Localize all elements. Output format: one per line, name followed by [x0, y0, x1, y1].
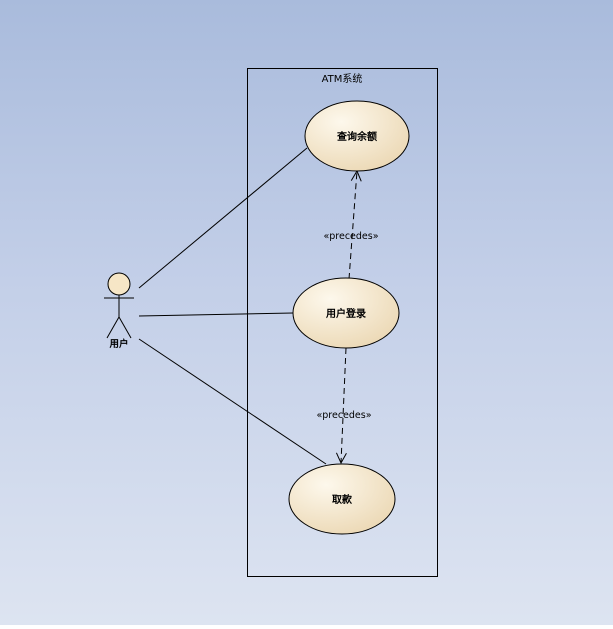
use-case-withdraw[interactable]: 取款 — [288, 463, 396, 535]
precedes-label-1: «precedes» — [323, 231, 378, 242]
association-user-login[interactable] — [138, 312, 294, 317]
use-case-login[interactable]: 用户登录 — [292, 277, 400, 349]
association-user-withdraw[interactable] — [138, 338, 327, 465]
actor-head-icon — [107, 272, 131, 296]
system-boundary-title: ATM系统 — [322, 72, 363, 85]
precedes-login-check-balance[interactable] — [348, 171, 357, 280]
actor-user-label: 用户 — [108, 338, 128, 350]
use-case-check-balance[interactable]: 查询余额 — [304, 100, 410, 172]
system-boundary[interactable] — [247, 68, 438, 577]
use-case-check-balance-label: 查询余额 — [336, 130, 377, 143]
actor-user[interactable]: 用户 — [104, 272, 134, 350]
use-case-withdraw-label: 取款 — [332, 493, 353, 506]
precedes-login-withdraw[interactable] — [341, 347, 346, 463]
use-case-login-label: 用户登录 — [325, 307, 366, 320]
association-user-check-balance[interactable] — [138, 147, 308, 289]
precedes-label-2: «precedes» — [316, 410, 371, 421]
